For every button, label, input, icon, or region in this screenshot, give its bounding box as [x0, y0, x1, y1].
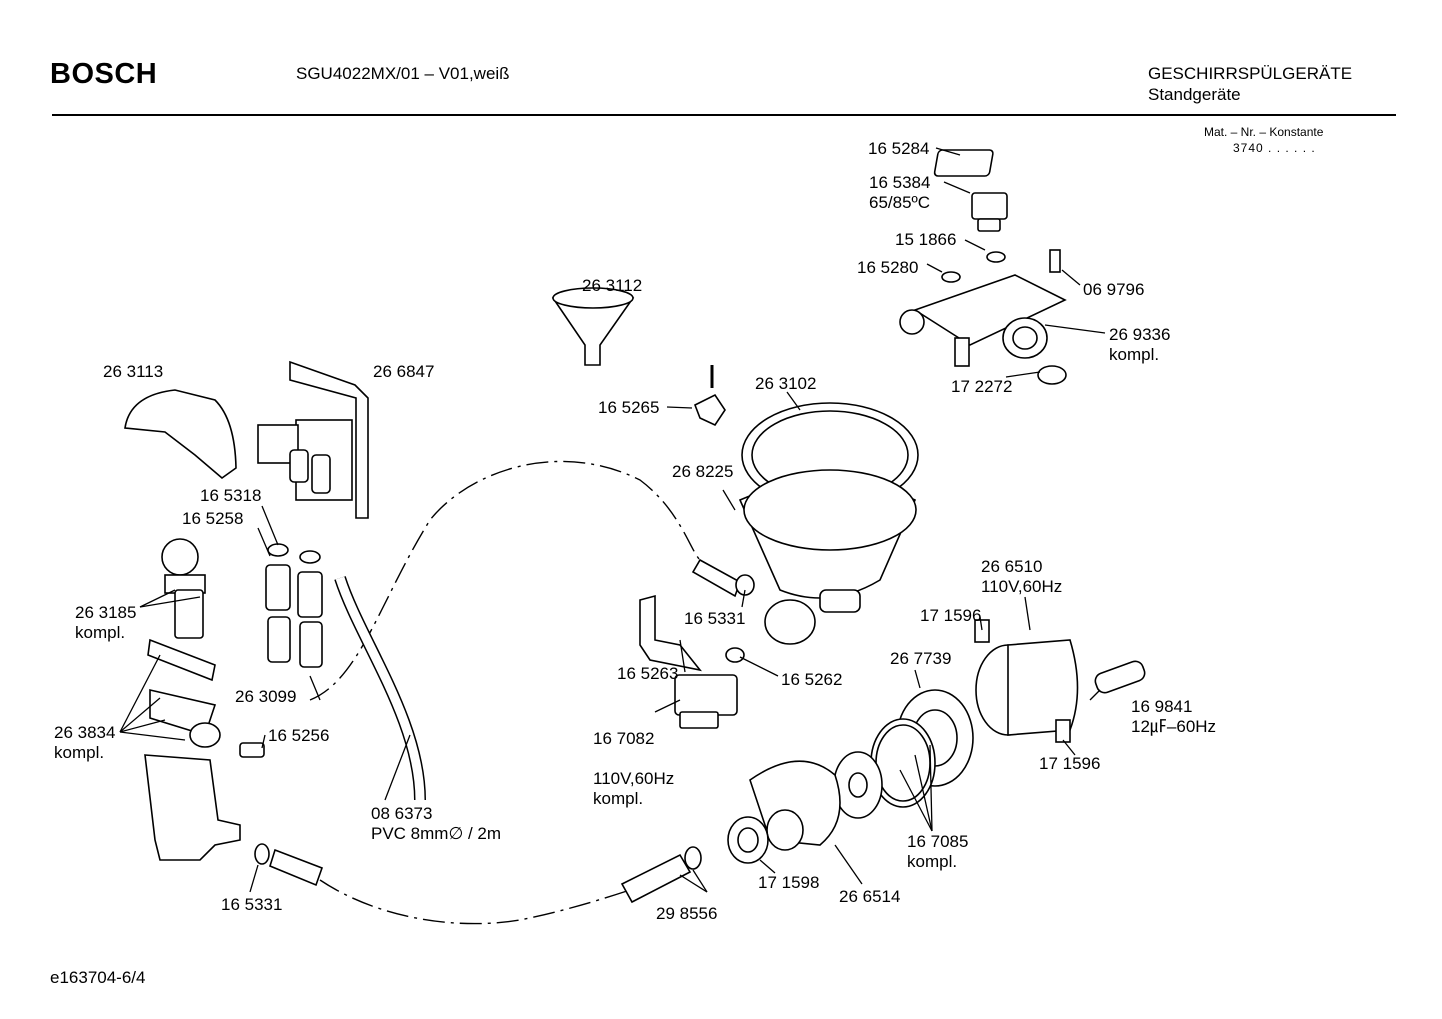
pressure-switch-bracket-part	[639, 594, 702, 672]
pressure-switch-part	[674, 674, 738, 729]
part-label: 16 5331	[684, 609, 746, 628]
part-label: 17 2272	[951, 377, 1013, 396]
part-label: 26 3113	[103, 362, 164, 381]
part-label: 26 3099	[235, 687, 297, 706]
lower-spring-hose-part	[254, 843, 324, 887]
part-label: 06 9796	[1083, 280, 1145, 299]
regeneration-valve-part	[161, 538, 206, 639]
heater-frame-part	[257, 360, 369, 519]
shaft-seal-part	[727, 816, 769, 864]
part-label: 16 5256	[268, 726, 330, 745]
part-label: 16 5284	[868, 139, 930, 158]
part-label: 16 5280	[857, 258, 919, 277]
subcategory-title: Standgeräte	[1148, 85, 1241, 104]
spring-hose-part	[691, 558, 741, 598]
bracket-clip-part	[725, 647, 745, 663]
funnel-part	[551, 287, 635, 366]
hose-ring-part	[735, 574, 755, 596]
clip-part	[693, 393, 726, 427]
impeller-part	[833, 751, 883, 819]
model-number: SGU4022MX/01 – V01,weiß	[296, 64, 510, 83]
brand-logo: BOSCH	[50, 58, 158, 90]
part-label: 26 3112	[582, 276, 643, 295]
document-code: e163704-6/4	[50, 968, 146, 987]
part-label: 26 6847	[373, 362, 435, 381]
flow-heater-assembly	[899, 249, 1067, 385]
part-label: 26 7739	[890, 649, 952, 668]
thermostat-part	[971, 192, 1008, 232]
drain-hose-lower	[319, 879, 631, 925]
leader-lines	[119, 147, 1106, 893]
part-label: 15 1866	[895, 230, 957, 249]
part-label: 17 1596	[920, 606, 982, 625]
sump-housing-part	[738, 402, 919, 645]
category-title: GESCHIRRSPÜLGERÄTE	[1148, 64, 1353, 83]
material-number-value: 3740 . . . . . .	[1233, 141, 1316, 155]
gasket-part	[870, 718, 936, 808]
part-label: 26 6514	[839, 887, 901, 906]
seals-part	[265, 543, 323, 668]
part-label: 16 5265	[598, 398, 660, 417]
cover-part	[124, 389, 237, 480]
pvc-tube-inner	[335, 576, 425, 801]
pump-housing-part	[749, 760, 841, 851]
part-label: 17 1596	[1039, 754, 1101, 773]
circulation-motor-part	[974, 619, 1079, 743]
header-divider	[52, 114, 1396, 116]
part-label: 29 8556	[656, 904, 718, 923]
brine-holder-part	[147, 638, 265, 758]
part-label: 16 5331	[221, 895, 283, 914]
capacitor-part	[1094, 660, 1146, 694]
material-number-label: Mat. – Nr. – Konstante	[1204, 125, 1324, 139]
thermostat-cover-part	[933, 149, 994, 177]
housing-part	[144, 754, 241, 861]
part-label: 26 8225	[672, 462, 734, 481]
part-label: 17 1598	[758, 873, 820, 892]
o-ring-part	[986, 251, 1006, 263]
part-label: 16 5262	[781, 670, 843, 689]
part-label: 16 5318	[200, 486, 262, 505]
o-ring-small-part	[941, 271, 961, 283]
drain-spring-hose-part	[620, 846, 702, 904]
part-label: 16 5263	[617, 664, 679, 683]
part-label: 16 5258	[182, 509, 244, 528]
part-label: 26 3102	[755, 374, 817, 393]
